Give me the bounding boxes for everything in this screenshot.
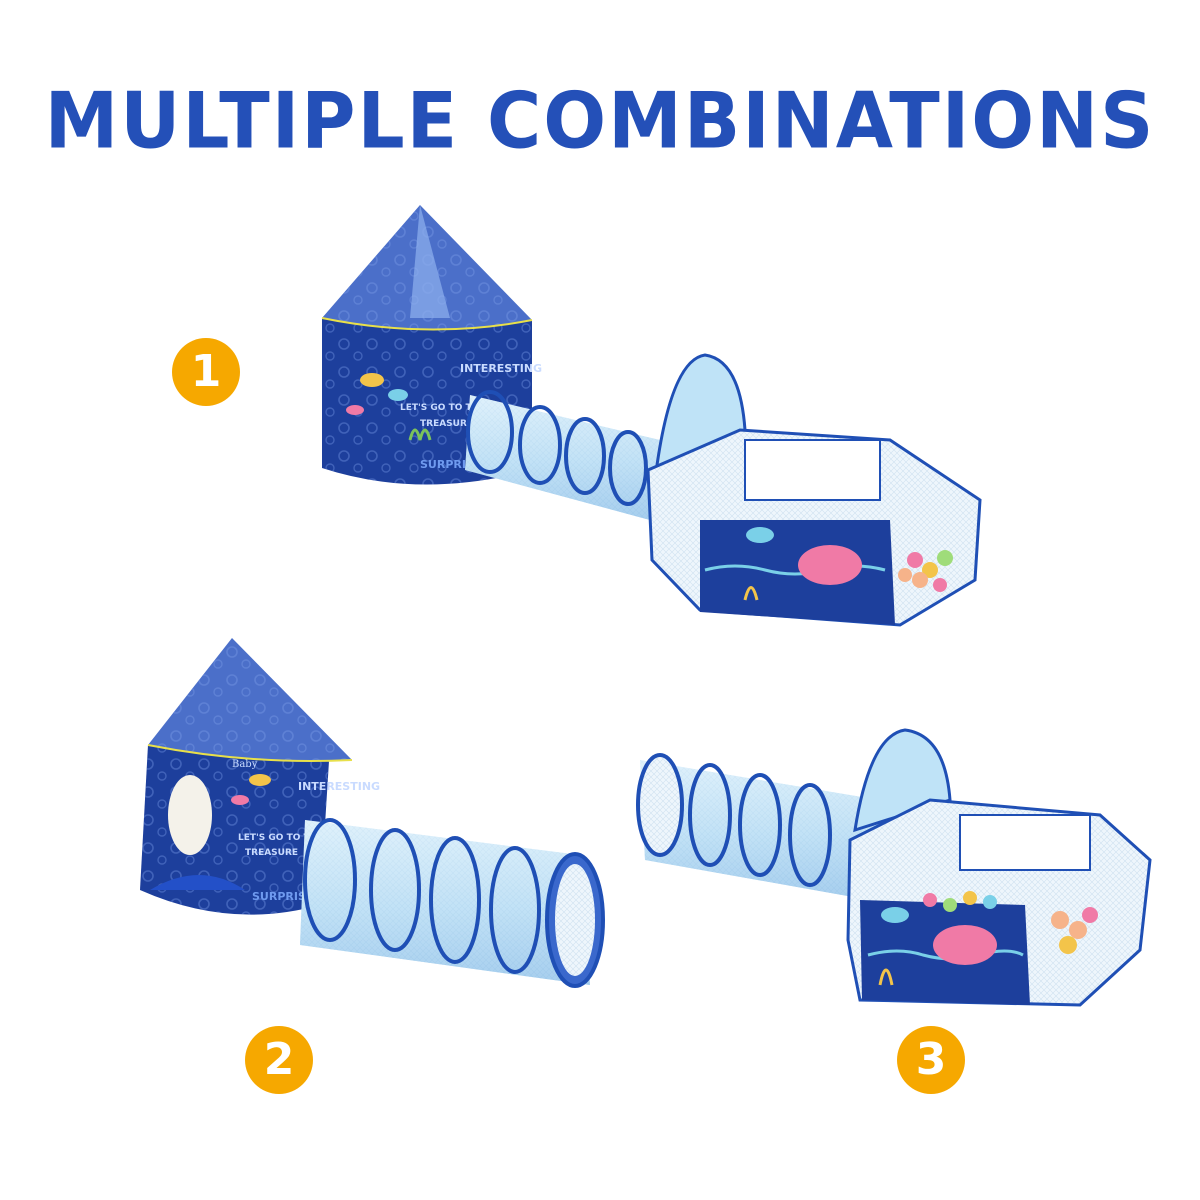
tent-1-print-treasure: TREASURE [420, 419, 473, 429]
tunnel-1 [465, 390, 660, 520]
page-title: MULTIPLE COMBINATIONS [44, 75, 1156, 167]
combination-3-badge: 3 [897, 1026, 965, 1094]
combination-2-number: 2 [263, 1034, 295, 1085]
tent-2-print-baby: Baby [232, 759, 258, 770]
tent-2-print-interesting: INTERESTING [298, 780, 380, 793]
tent-2-print-treasure: TREASURE [245, 848, 298, 858]
tent-2: INTERESTING Baby LET'S GO TO THE TREASUR… [140, 638, 380, 915]
tent-2-print-lets-go: LET'S GO TO THE [238, 833, 323, 843]
tent-1-print-interesting: INTERESTING [460, 362, 542, 375]
ball-pit-1 [646, 353, 982, 627]
combination-1-illustration: INTERESTING LET'S GO TO THE TREASURE SUR… [321, 205, 982, 627]
combination-1-badge: 1 [172, 338, 240, 406]
tunnel-2 [300, 818, 605, 988]
tent-2-print-surprise: SURPRISE [252, 890, 313, 903]
combination-1-number: 1 [190, 346, 222, 397]
ball-pit-3 [846, 728, 1152, 1007]
tunnel-3 [636, 753, 880, 900]
combination-2-illustration: INTERESTING Baby LET'S GO TO THE TREASUR… [140, 638, 605, 988]
tent-1-print-lets-go: LET'S GO TO THE [400, 403, 485, 413]
combination-3-illustration [636, 728, 1152, 1007]
combination-2-badge: 2 [245, 1026, 313, 1094]
combination-3-number: 3 [915, 1034, 947, 1085]
